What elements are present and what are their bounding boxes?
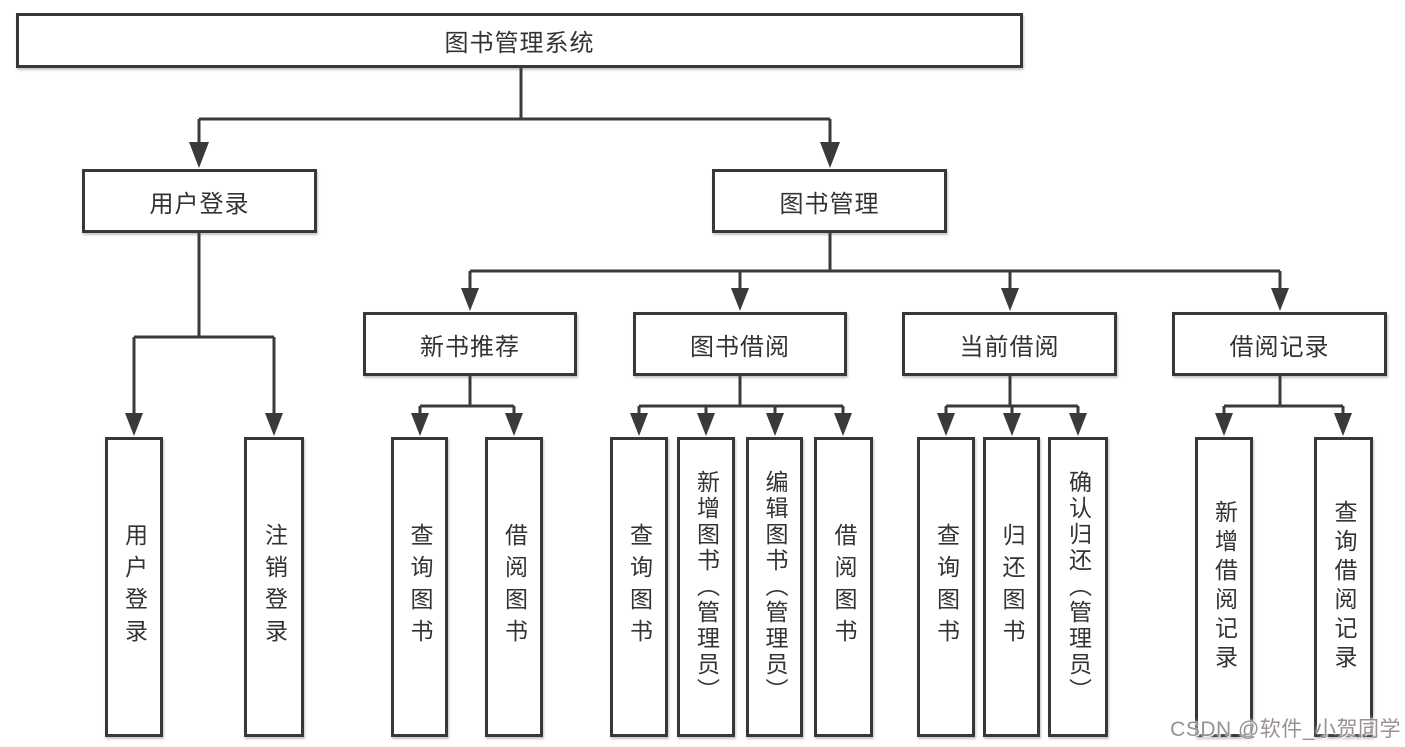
node-borrowing-records: 借阅记录 [1172, 312, 1387, 376]
node-new-book-recommendation: 新书推荐 [363, 312, 577, 376]
leaf-return-books: 归还图书 [983, 437, 1040, 737]
leaf-user-login: 用户登录 [105, 437, 163, 737]
leaf-confirm-return-admin: 确认归还（管理员） [1048, 437, 1108, 737]
node-book-management: 图书管理 [712, 169, 947, 233]
leaf-query-books-borrow: 查询图书 [610, 437, 668, 737]
node-current-borrowing: 当前借阅 [902, 312, 1117, 376]
leaf-query-books-recommend: 查询图书 [391, 437, 448, 737]
leaf-query-books-current: 查询图书 [917, 437, 975, 737]
csdn-watermark: CSDN @软件_小贺同学 [1170, 718, 1401, 741]
node-root-library-management-system: 图书管理系统 [16, 13, 1023, 68]
leaf-edit-books-admin: 编辑图书（管理员） [746, 437, 803, 737]
leaf-borrow-books: 借阅图书 [814, 437, 873, 737]
leaf-add-books-admin: 新增图书（管理员） [677, 437, 735, 737]
node-book-borrowing: 图书借阅 [633, 312, 847, 376]
leaf-borrow-books-recommend: 借阅图书 [485, 437, 543, 737]
leaf-logout: 注销登录 [244, 437, 304, 737]
leaf-add-borrow-record: 新增借阅记录 [1195, 437, 1253, 737]
node-user-login: 用户登录 [82, 169, 317, 233]
leaf-query-borrow-record: 查询借阅记录 [1314, 437, 1373, 737]
